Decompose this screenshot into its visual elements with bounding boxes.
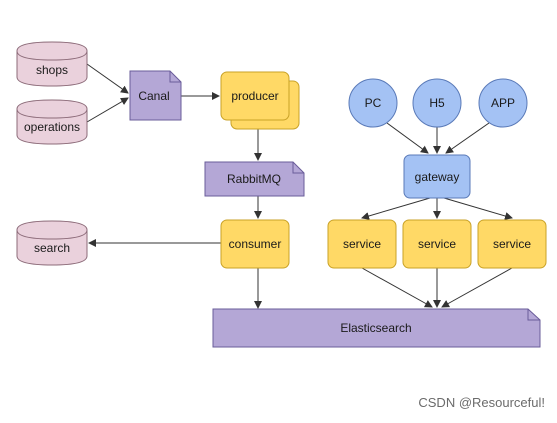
- rabbitmq-fold: [292, 162, 304, 174]
- edge-shops-canal: [86, 63, 129, 94]
- node-canal: Canal: [129, 70, 182, 121]
- node-label: producer: [231, 89, 278, 103]
- consumer-box: [220, 219, 290, 269]
- node-label: APP: [491, 96, 515, 110]
- rabbitmq-shape: [204, 161, 305, 197]
- service-box: [477, 219, 547, 269]
- node-app: APP: [478, 78, 528, 128]
- h5-circle: [412, 78, 462, 128]
- node-label: Canal: [138, 89, 169, 103]
- node-service-2: service: [402, 219, 472, 269]
- node-service-3: service: [477, 219, 547, 269]
- db-cylinder-rim: [16, 50, 88, 61]
- node-operations: operations: [16, 99, 88, 145]
- node-service-1: service: [327, 219, 397, 269]
- edge-service-1-elasticsearch: [361, 267, 433, 308]
- edge-operations-canal: [86, 97, 129, 123]
- service-box: [327, 219, 397, 269]
- canal-fold: [169, 71, 181, 83]
- edge-pc-gateway: [386, 122, 429, 154]
- node-elasticsearch: Elasticsearch: [212, 308, 541, 348]
- node-pc: PC: [348, 78, 398, 128]
- node-label: service: [493, 237, 531, 251]
- service-box: [402, 219, 472, 269]
- elasticsearch-shape: [212, 308, 541, 348]
- edges: [86, 63, 513, 309]
- node-search: search: [16, 220, 88, 266]
- pc-circle: [348, 78, 398, 128]
- node-label: Elasticsearch: [340, 321, 411, 335]
- node-gateway: gateway: [403, 154, 471, 199]
- db-cylinder-rim: [16, 108, 88, 119]
- node-label: service: [343, 237, 381, 251]
- edge-gateway-service-3: [443, 197, 513, 220]
- node-label: consumer: [229, 237, 282, 251]
- node-label: RabbitMQ: [227, 172, 281, 186]
- node-h5: H5: [412, 78, 462, 128]
- edge-gateway-service-1: [361, 197, 431, 220]
- edge-app-gateway: [445, 122, 490, 154]
- node-label: search: [34, 241, 70, 255]
- node-rabbitmq: RabbitMQ: [204, 161, 305, 197]
- node-producer: producer: [220, 71, 300, 130]
- node-label: H5: [429, 96, 445, 110]
- node-shops: shops: [16, 41, 88, 87]
- node-label: operations: [24, 120, 80, 134]
- gateway-box: [403, 154, 471, 199]
- node-consumer: consumer: [220, 219, 290, 269]
- watermark: CSDN @Resourceful!: [418, 395, 545, 410]
- node-label: PC: [365, 96, 382, 110]
- canal-shape: [129, 70, 182, 121]
- node-label: service: [418, 237, 456, 251]
- db-cylinder-rim: [16, 229, 88, 240]
- db-cylinder-shape: [16, 41, 88, 87]
- elasticsearch-fold: [527, 309, 540, 321]
- node-label: shops: [36, 63, 68, 77]
- node-label: gateway: [415, 170, 460, 184]
- db-cylinder-shape: [16, 99, 88, 145]
- app-circle: [478, 78, 528, 128]
- edge-service-3-elasticsearch: [441, 267, 513, 308]
- db-cylinder-shape: [16, 220, 88, 266]
- producer-front-card: [220, 71, 290, 121]
